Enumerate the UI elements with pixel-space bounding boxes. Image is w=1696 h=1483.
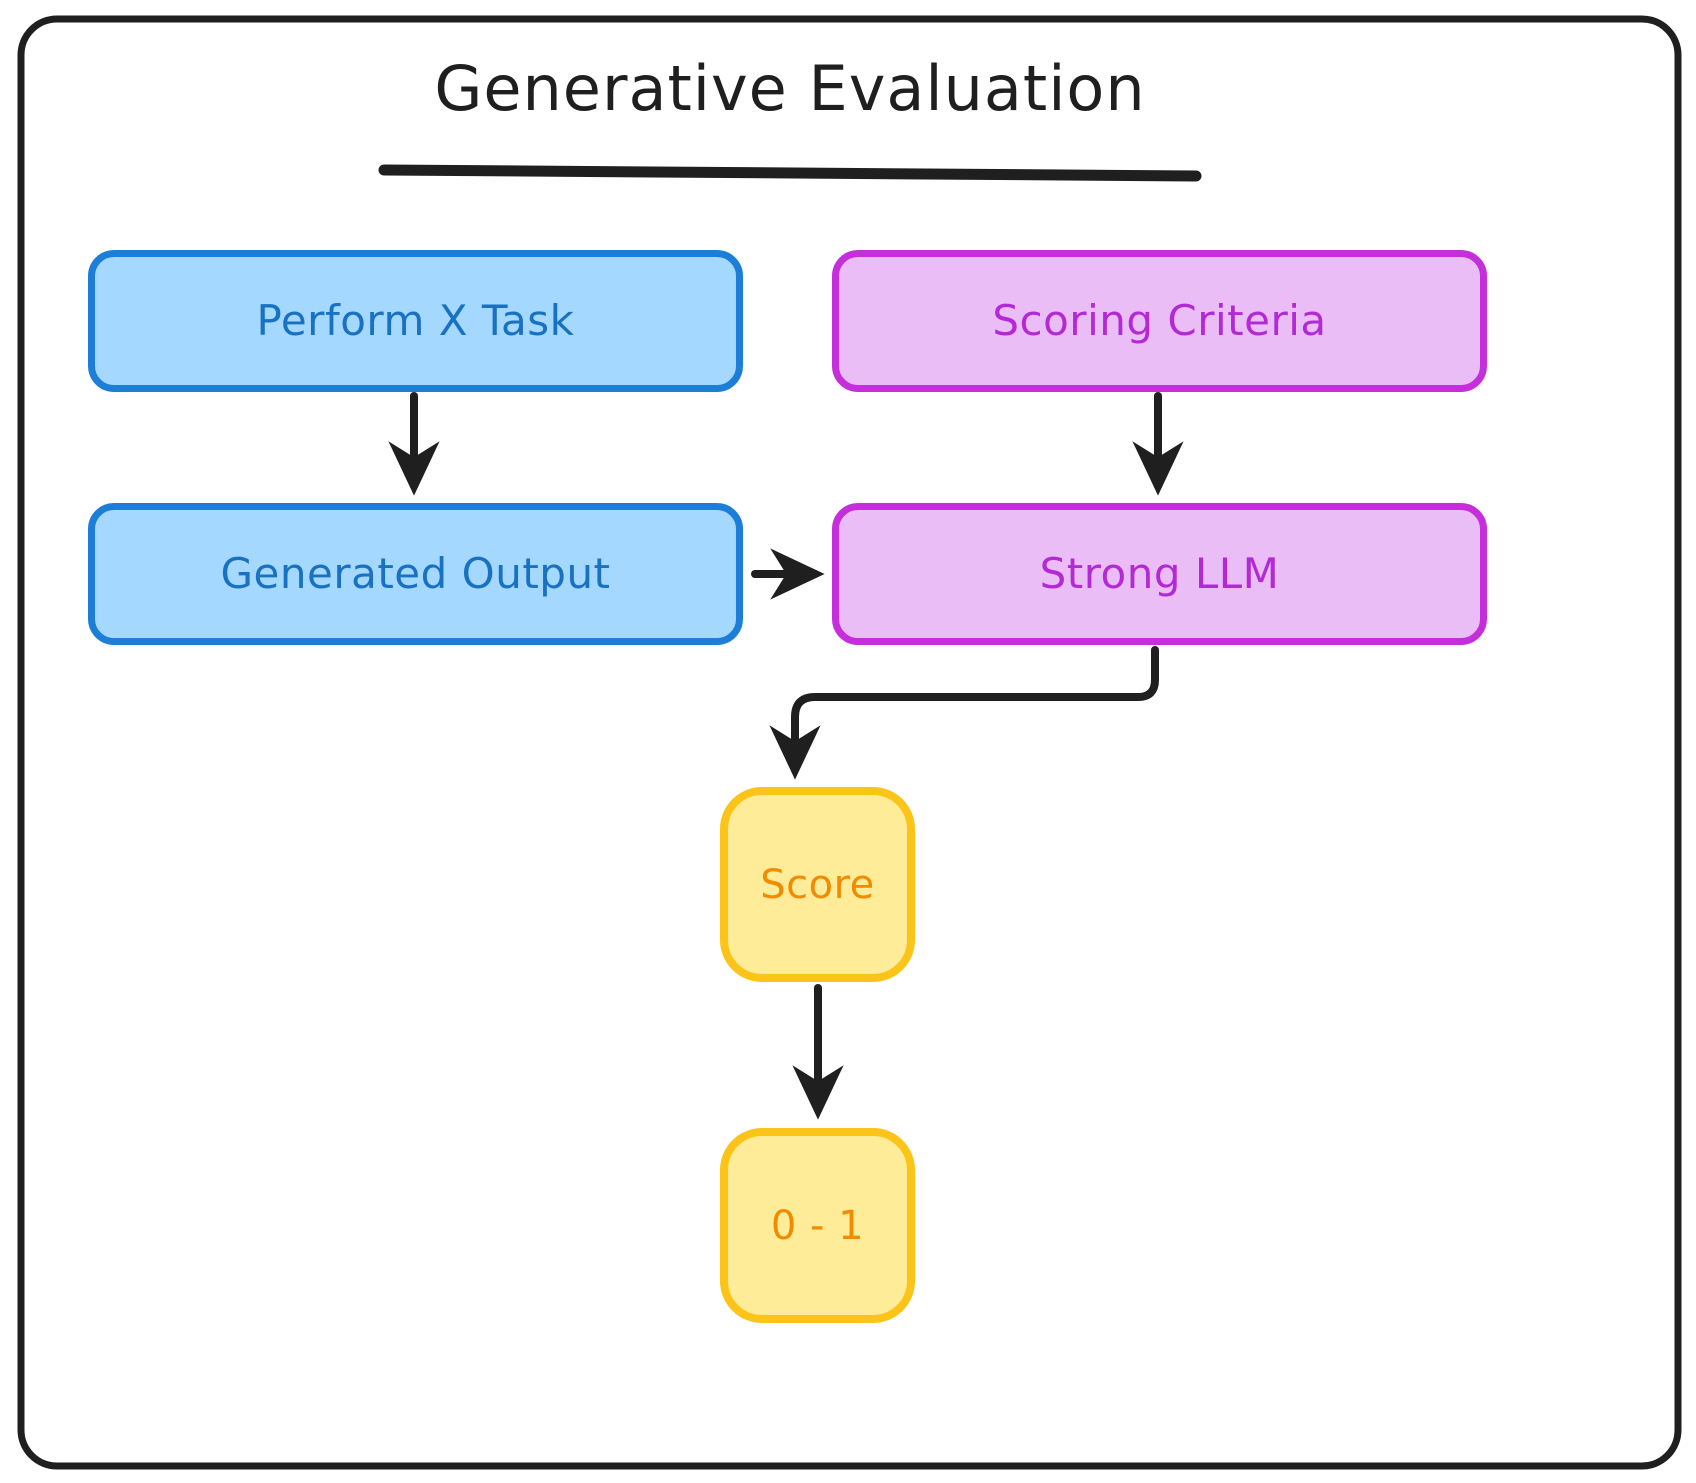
node-label: Scoring Criteria xyxy=(992,295,1327,345)
node-strong-llm[interactable]: Strong LLM xyxy=(832,503,1487,645)
node-label: Score xyxy=(760,861,875,908)
node-scoring-criteria[interactable]: Scoring Criteria xyxy=(832,250,1487,392)
node-label: 0 - 1 xyxy=(770,1202,865,1249)
node-label: Generated Output xyxy=(220,548,611,598)
node-label: Strong LLM xyxy=(1039,548,1280,598)
node-generated-output[interactable]: Generated Output xyxy=(88,503,743,645)
node-score[interactable]: Score xyxy=(720,787,915,982)
node-perform-x-task[interactable]: Perform X Task xyxy=(88,250,743,392)
title-underline xyxy=(378,164,1202,182)
edge-llm-to-score xyxy=(769,646,1159,780)
page-title: Generative Evaluation xyxy=(434,52,1146,125)
node-label: Perform X Task xyxy=(256,295,575,345)
node-score-range[interactable]: 0 - 1 xyxy=(720,1128,915,1323)
